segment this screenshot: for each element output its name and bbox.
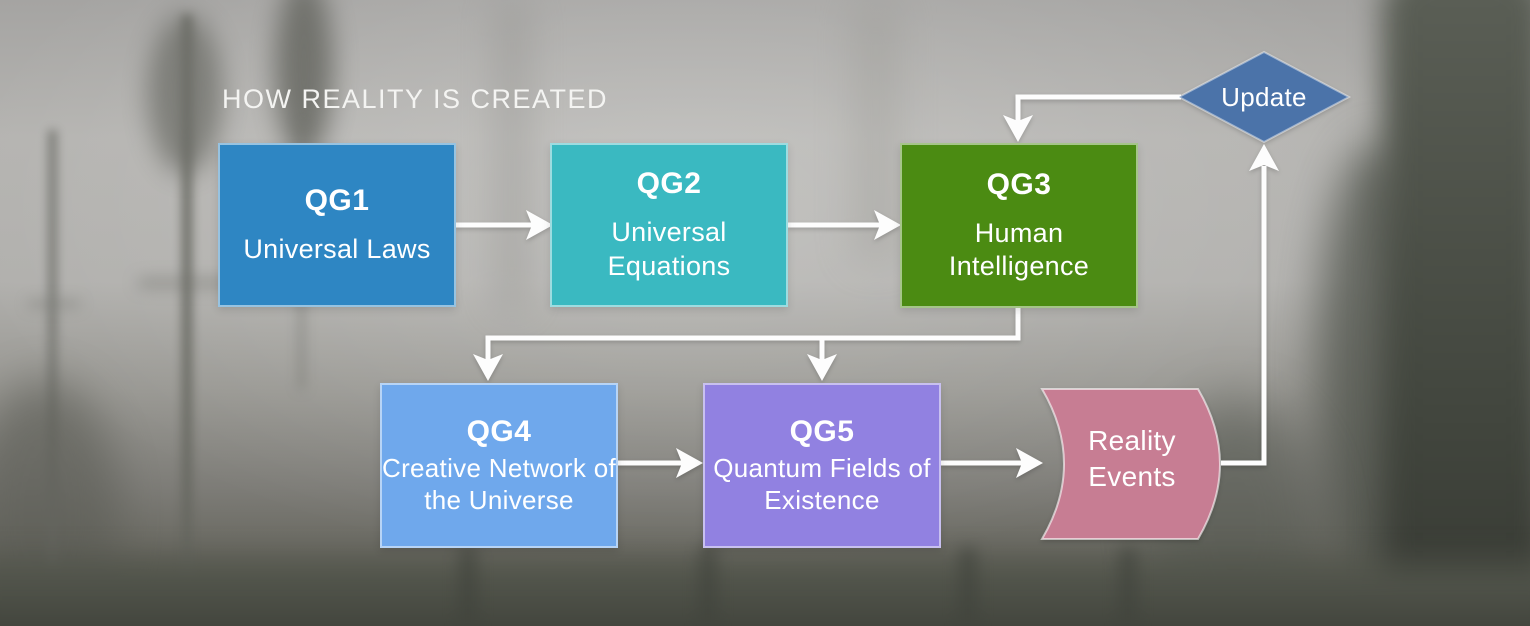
arrowhead-into-qg3 bbox=[1003, 115, 1033, 142]
node-heading: QG5 bbox=[789, 414, 855, 448]
connector-reality-update bbox=[1221, 166, 1267, 466]
update-label: Update bbox=[1221, 82, 1307, 112]
node-body: Universal Equations bbox=[607, 217, 731, 281]
node-body: Quantum Fields of Existence bbox=[713, 452, 931, 515]
arrowhead-qg1-qg2 bbox=[526, 210, 553, 240]
node-body: Universal Laws bbox=[243, 233, 431, 264]
arrowhead-into-qg4 bbox=[473, 354, 503, 381]
arrowhead-qg4-qg5 bbox=[676, 448, 703, 478]
flow-node-qg2: QG2 Universal Equations bbox=[550, 143, 788, 307]
node-body: Creative Network of the Universe bbox=[382, 452, 616, 515]
connector-update-qg3 bbox=[1015, 94, 1181, 121]
node-heading: QG2 bbox=[636, 167, 702, 201]
arrowhead-qg5-reality bbox=[1016, 448, 1043, 478]
flow-node-qg5: QG5 Quantum Fields of Existence bbox=[703, 383, 941, 548]
reality-events-label: Reality Events bbox=[1088, 425, 1176, 493]
node-heading: QG3 bbox=[986, 167, 1052, 201]
arrowhead-into-update bbox=[1249, 144, 1279, 171]
node-heading: QG4 bbox=[466, 414, 532, 448]
flow-node-qg1: QG1 Universal Laws bbox=[218, 143, 456, 307]
node-body: Human Intelligence bbox=[948, 217, 1090, 281]
arrowhead-qg2-qg3 bbox=[874, 210, 901, 240]
flow-node-qg4: QG4 Creative Network of the Universe bbox=[380, 383, 618, 548]
node-heading: QG1 bbox=[304, 183, 370, 217]
update-diamond bbox=[1176, 50, 1352, 144]
page-title: HOW REALITY IS CREATED bbox=[222, 84, 609, 114]
flow-node-qg3: QG3 Human Intelligence bbox=[900, 143, 1138, 308]
reality-events-shape bbox=[1040, 388, 1221, 540]
arrowhead-into-qg5 bbox=[807, 354, 837, 381]
connector-qg3-branch bbox=[485, 307, 1021, 361]
